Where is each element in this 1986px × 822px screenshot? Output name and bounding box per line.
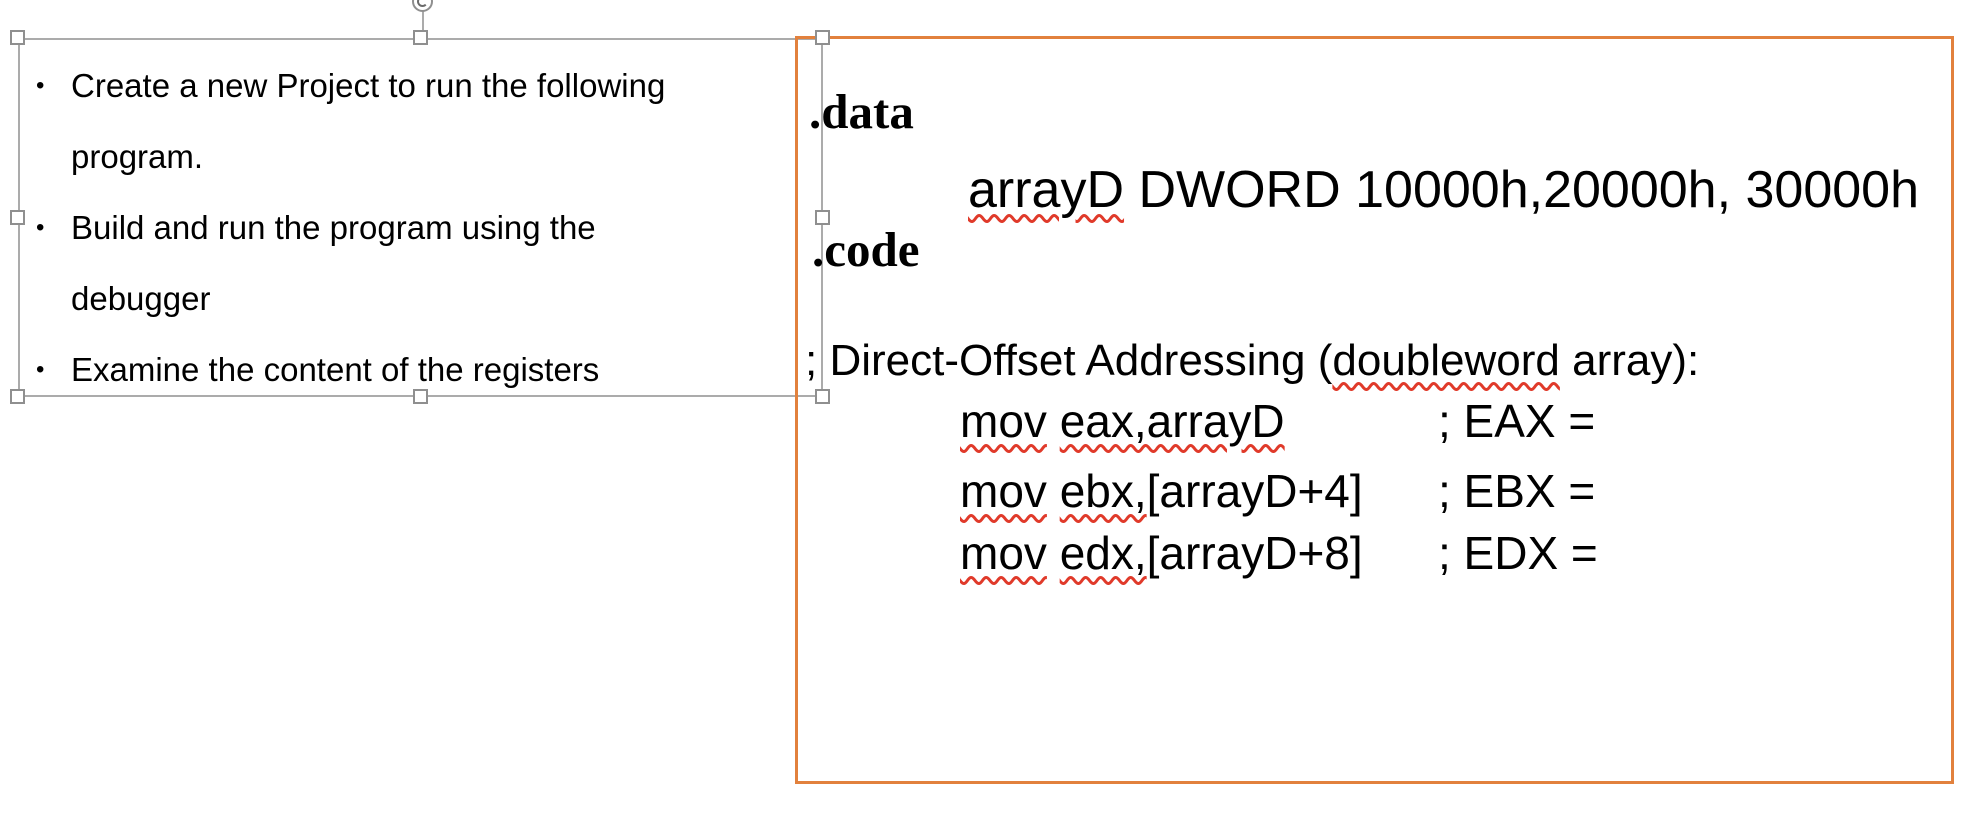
code-line-mov-eax: mov eax,arrayD; EAX = bbox=[960, 395, 1596, 448]
directive-text: .data bbox=[809, 84, 914, 140]
bullet-line: debugger bbox=[71, 280, 211, 317]
code-text: [arrayD+8] bbox=[1146, 527, 1363, 579]
misspelled-word: mov bbox=[960, 527, 1047, 579]
selection-handle-top-right[interactable] bbox=[815, 30, 830, 45]
bullet-textbox[interactable]: • Create a new Project to run the followi… bbox=[18, 38, 823, 397]
selection-handle-bottom-right[interactable] bbox=[815, 389, 830, 404]
misspelled-word: edx, bbox=[1059, 527, 1147, 579]
misspelled-word: mov bbox=[960, 395, 1047, 447]
bullet-text: Examine the content of the registers bbox=[71, 334, 599, 405]
inline-comment: ; EAX = bbox=[1438, 395, 1596, 447]
inline-comment: ; EDX = bbox=[1438, 527, 1598, 579]
selection-handle-bottom-left[interactable] bbox=[10, 389, 25, 404]
misspelled-word: doubleword bbox=[1332, 336, 1560, 385]
bullet-line: Examine the content of the registers bbox=[71, 351, 600, 388]
bullet-text: Build and run the program using the debug… bbox=[71, 192, 596, 334]
code-text: array): bbox=[1559, 336, 1700, 385]
code-textbox[interactable]: .data arrayD DWORD 10000h,20000h, 30000h… bbox=[795, 36, 1954, 784]
comment-text: ; Direct-Offset Addressing (doubleword a… bbox=[805, 336, 1699, 385]
bullet-list[interactable]: • Create a new Project to run the followi… bbox=[20, 50, 791, 405]
selection-handle-top-center[interactable] bbox=[413, 30, 428, 45]
misspelled-word: mov bbox=[960, 465, 1047, 517]
bullet-line: Create a new Project to run the followin… bbox=[71, 67, 666, 104]
bullet-line: program. bbox=[71, 138, 204, 175]
instruction-text: mov ebx,[arrayD+4] bbox=[960, 465, 1438, 518]
code-line-code-directive: .code bbox=[812, 222, 920, 278]
code-line-mov-ebx: mov ebx,[arrayD+4]; EBX = bbox=[960, 465, 1596, 518]
code-text: .code bbox=[812, 222, 920, 277]
selection-handle-bottom-center[interactable] bbox=[413, 389, 428, 404]
bullet-marker: • bbox=[36, 356, 45, 383]
code-line-mov-edx: mov edx,[arrayD+8]; EDX = bbox=[960, 527, 1598, 580]
directive-text: .code bbox=[812, 222, 920, 278]
code-text bbox=[1047, 395, 1060, 447]
misspelled-word: ebx, bbox=[1059, 465, 1147, 517]
bullet-marker: • bbox=[36, 214, 45, 241]
code-text: .data bbox=[809, 84, 914, 139]
code-line-comment: ; Direct-Offset Addressing (doubleword a… bbox=[805, 336, 1699, 385]
selection-handle-middle-right[interactable] bbox=[815, 210, 830, 225]
code-text bbox=[1047, 527, 1060, 579]
bullet-text: Create a new Project to run the followin… bbox=[71, 50, 665, 192]
bullet-marker: • bbox=[36, 72, 45, 99]
code-text: [arrayD+4] bbox=[1146, 465, 1363, 517]
selection-handle-top-left[interactable] bbox=[10, 30, 25, 45]
bullet-line: Build and run the program using the bbox=[71, 209, 596, 246]
bullet-item: • Examine the content of the registers bbox=[20, 334, 791, 405]
rotate-handle[interactable] bbox=[412, 0, 433, 12]
code-text bbox=[1047, 465, 1060, 517]
instruction-text: mov edx,[arrayD+8] bbox=[960, 527, 1438, 580]
bullet-item: • Build and run the program using the debu… bbox=[20, 192, 791, 334]
array-declaration-text: arrayD DWORD 10000h,20000h, 30000h bbox=[968, 161, 1919, 219]
bullet-item: • Create a new Project to run the followi… bbox=[20, 50, 791, 192]
code-line-data-directive: .data bbox=[809, 84, 914, 140]
rotate-handle-stem bbox=[422, 10, 424, 39]
code-line-array-declaration: arrayD DWORD 10000h,20000h, 30000h bbox=[968, 161, 1919, 219]
inline-comment: ; EBX = bbox=[1438, 465, 1596, 517]
misspelled-word: arrayD bbox=[968, 161, 1125, 219]
selection-handle-middle-left[interactable] bbox=[10, 210, 25, 225]
instruction-text: mov eax,arrayD bbox=[960, 395, 1438, 448]
misspelled-word: eax,arrayD bbox=[1059, 395, 1285, 447]
code-text: DWORD 10000h,20000h, 30000h bbox=[1124, 161, 1920, 219]
code-text: ; Direct-Offset Addressing ( bbox=[805, 336, 1333, 385]
